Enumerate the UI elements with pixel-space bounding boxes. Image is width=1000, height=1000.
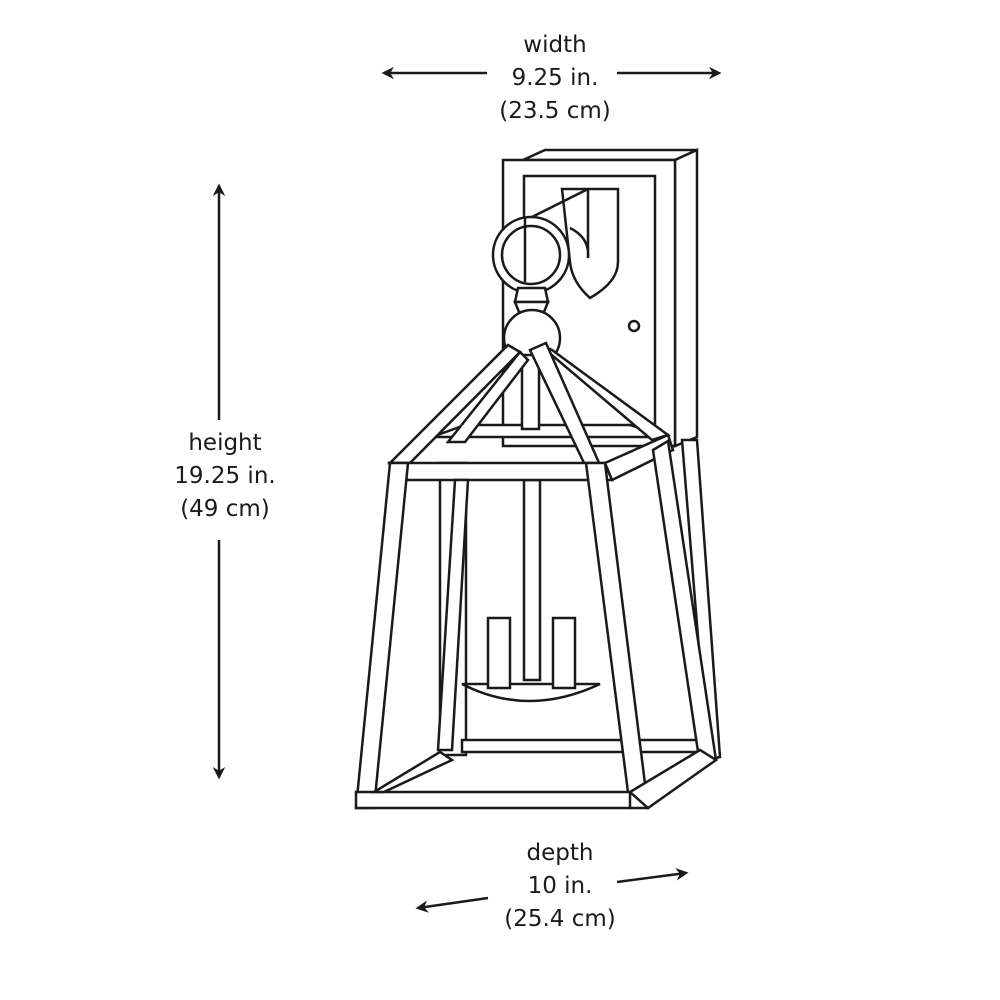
lantern-arms xyxy=(386,341,671,467)
lantern-frame-front xyxy=(354,433,719,810)
height-metric: (49 cm) xyxy=(180,496,270,522)
width-metric: (23.5 cm) xyxy=(499,98,611,124)
height-label: height 19.25 in. (49 cm) xyxy=(125,427,325,526)
depth-metric: (25.4 cm) xyxy=(504,906,616,932)
depth-name: depth xyxy=(526,840,594,866)
candle-cluster xyxy=(461,478,601,703)
height-imperial: 19.25 in. xyxy=(174,463,276,489)
depth-arrow-right xyxy=(616,868,689,884)
depth-arrow-left xyxy=(415,896,489,913)
width-imperial: 9.25 in. xyxy=(511,65,599,91)
depth-label: depth 10 in. (25.4 cm) xyxy=(460,837,660,936)
width-label: width 9.25 in. (23.5 cm) xyxy=(455,29,655,128)
width-name: width xyxy=(523,32,587,58)
height-name: height xyxy=(188,430,262,456)
hanging-ring xyxy=(491,215,571,368)
depth-imperial: 10 in. xyxy=(527,873,593,899)
